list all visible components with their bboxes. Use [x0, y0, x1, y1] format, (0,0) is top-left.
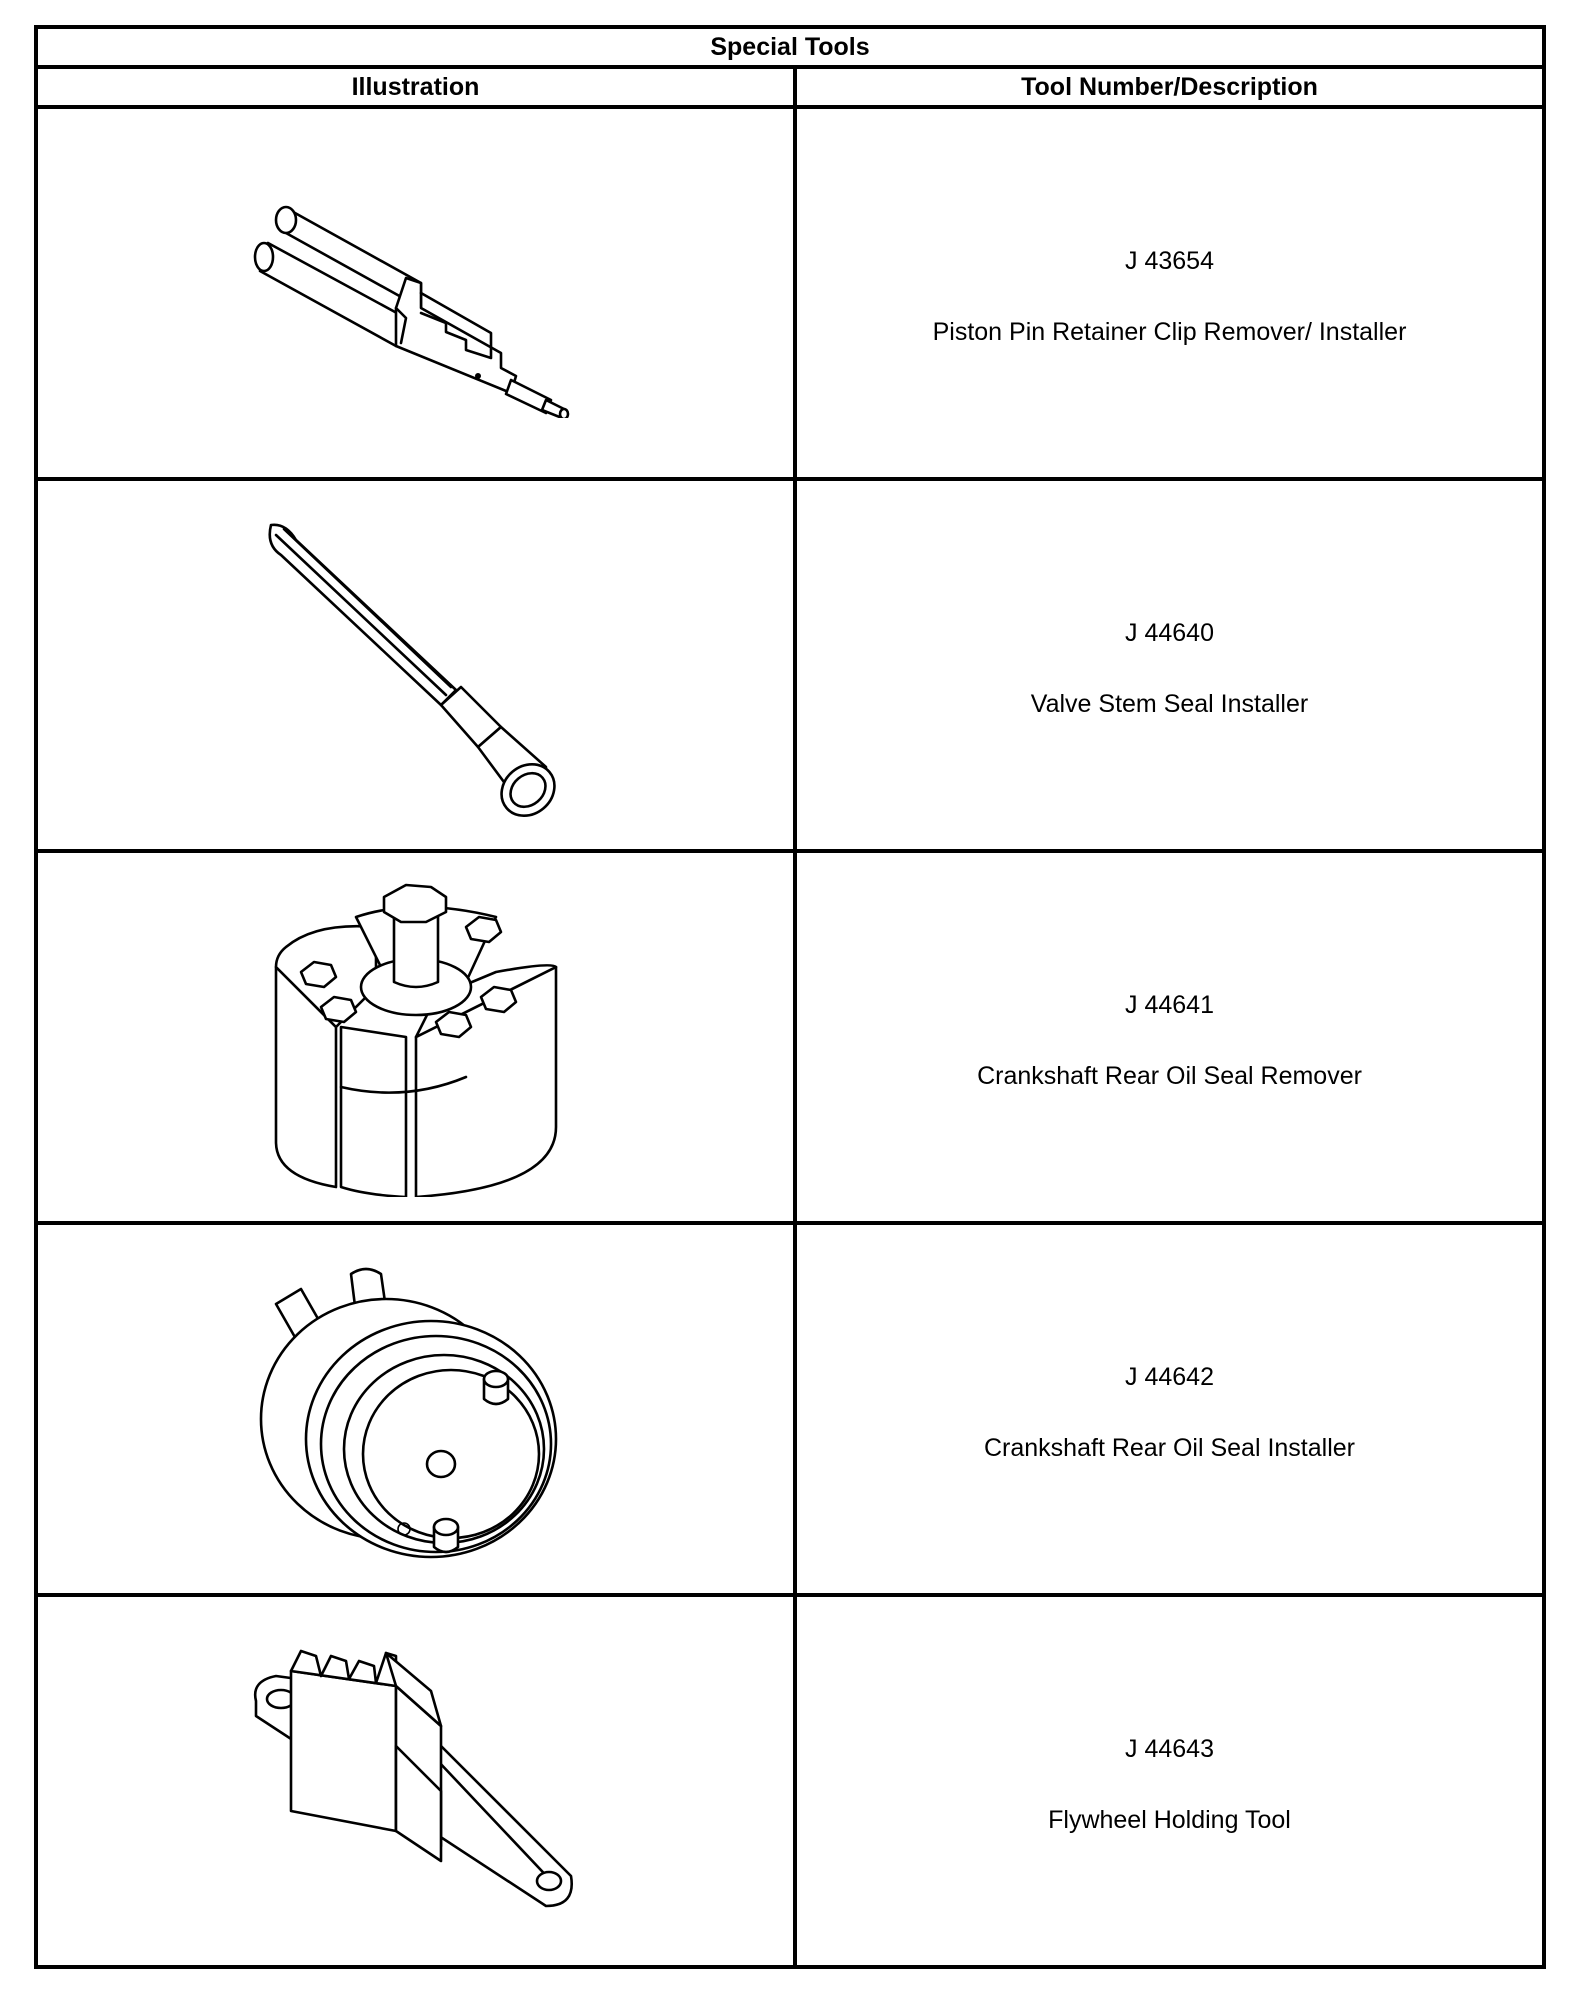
description-cell: J 44640 Valve Stem Seal Installer — [793, 477, 1546, 853]
description-cell: J 44643 Flywheel Holding Tool — [793, 1593, 1546, 1969]
illustration-cell — [34, 849, 797, 1225]
seal-remover-icon — [274, 883, 557, 1197]
table-row: J 44643 Flywheel Holding Tool — [34, 1593, 1546, 1969]
table-row: J 44641 Crankshaft Rear Oil Seal Remover — [34, 849, 1546, 1225]
tool-description: Crankshaft Rear Oil Seal Remover — [977, 1062, 1362, 1090]
illustration-header: Illustration — [34, 65, 797, 109]
description-cell: J 43654 Piston Pin Retainer Clip Remover… — [793, 105, 1546, 481]
seal-installer-icon — [259, 1267, 557, 1559]
tool-description: Flywheel Holding Tool — [1048, 1806, 1291, 1834]
tool-number: J 44643 — [1125, 1735, 1214, 1763]
table-row: J 43654 Piston Pin Retainer Clip Remover… — [34, 105, 1546, 481]
tool-number: J 44640 — [1125, 619, 1214, 647]
tool-number: J 44641 — [1125, 991, 1214, 1019]
flywheel-holding-tool-icon — [253, 1649, 573, 1908]
tool-number: J 44642 — [1125, 1363, 1214, 1391]
table-row: J 44640 Valve Stem Seal Installer — [34, 477, 1546, 853]
illustration-cell — [34, 477, 797, 853]
table-row: J 44642 Crankshaft Rear Oil Seal Install… — [34, 1221, 1546, 1597]
tool-description: Crankshaft Rear Oil Seal Installer — [984, 1434, 1355, 1462]
table-title: Special Tools — [34, 25, 1546, 69]
special-tools-table: Special Tools Illustration Tool Number/D… — [34, 25, 1546, 1969]
tool-description: Piston Pin Retainer Clip Remover/ Instal… — [932, 318, 1407, 346]
tool-number: J 43654 — [1125, 247, 1214, 275]
clip-remover-installer-icon — [253, 205, 569, 418]
tool-description: Valve Stem Seal Installer — [1030, 690, 1309, 718]
illustration-cell — [34, 1593, 797, 1969]
illustration-cell — [34, 1221, 797, 1597]
description-cell: J 44642 Crankshaft Rear Oil Seal Install… — [793, 1221, 1546, 1597]
illustration-cell — [34, 105, 797, 481]
description-header: Tool Number/Description — [793, 65, 1546, 109]
valve-stem-seal-installer-icon — [267, 523, 556, 818]
description-cell: J 44641 Crankshaft Rear Oil Seal Remover — [793, 849, 1546, 1225]
